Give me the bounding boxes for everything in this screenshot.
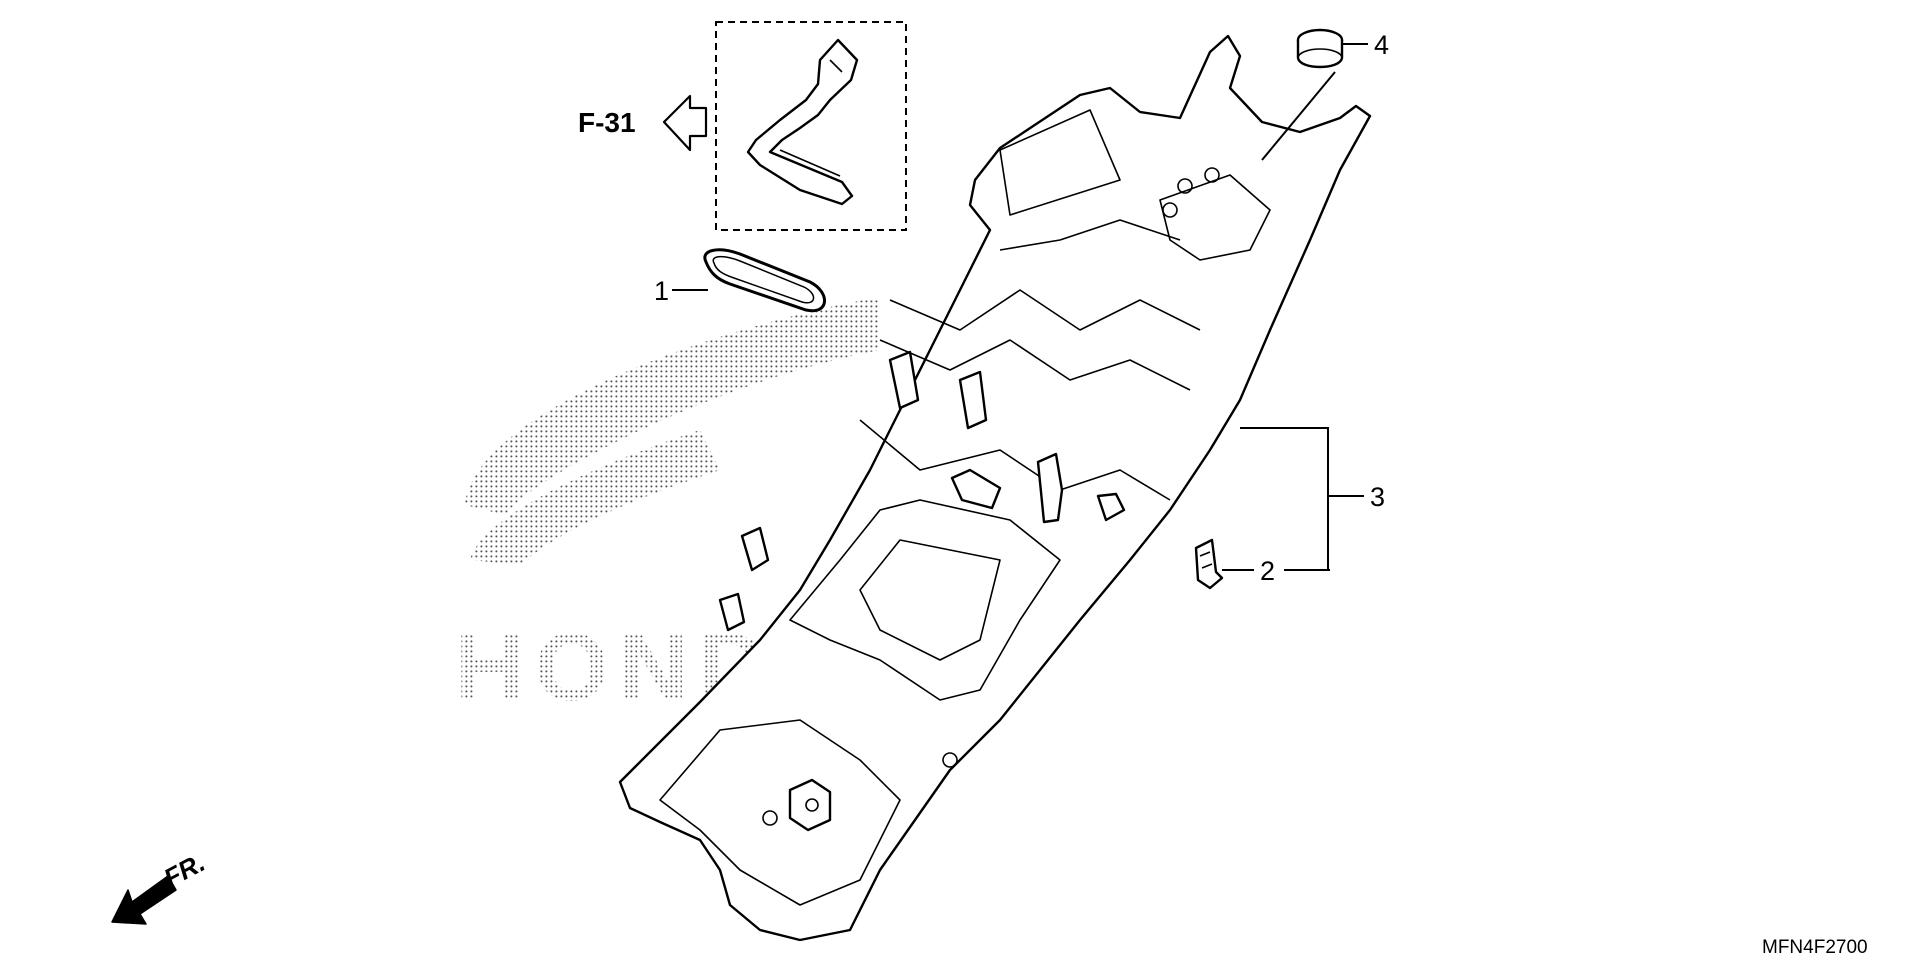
part-code: MFN4F2700 — [1762, 937, 1868, 958]
reference-label: F-31 — [578, 107, 636, 138]
arrow-down-left-icon — [111, 875, 177, 925]
reference-arrow[interactable]: F-31 — [578, 94, 708, 152]
harness-clamp-part — [746, 38, 859, 206]
rear-inner-fender-part — [618, 34, 1372, 942]
grommet-part — [1296, 28, 1344, 69]
callout-1: 1 — [654, 276, 669, 306]
gasket-ring-part — [703, 248, 826, 313]
callout-3: 3 — [1370, 482, 1385, 512]
leader-lines — [672, 43, 1368, 571]
front-direction-indicator: FR. — [111, 847, 210, 925]
callout-4: 4 — [1374, 30, 1389, 60]
hollow-arrow-left-icon — [662, 94, 708, 152]
callout-2: 2 — [1260, 556, 1275, 586]
detail-box — [715, 21, 907, 231]
clip-nut-part — [1194, 538, 1224, 590]
